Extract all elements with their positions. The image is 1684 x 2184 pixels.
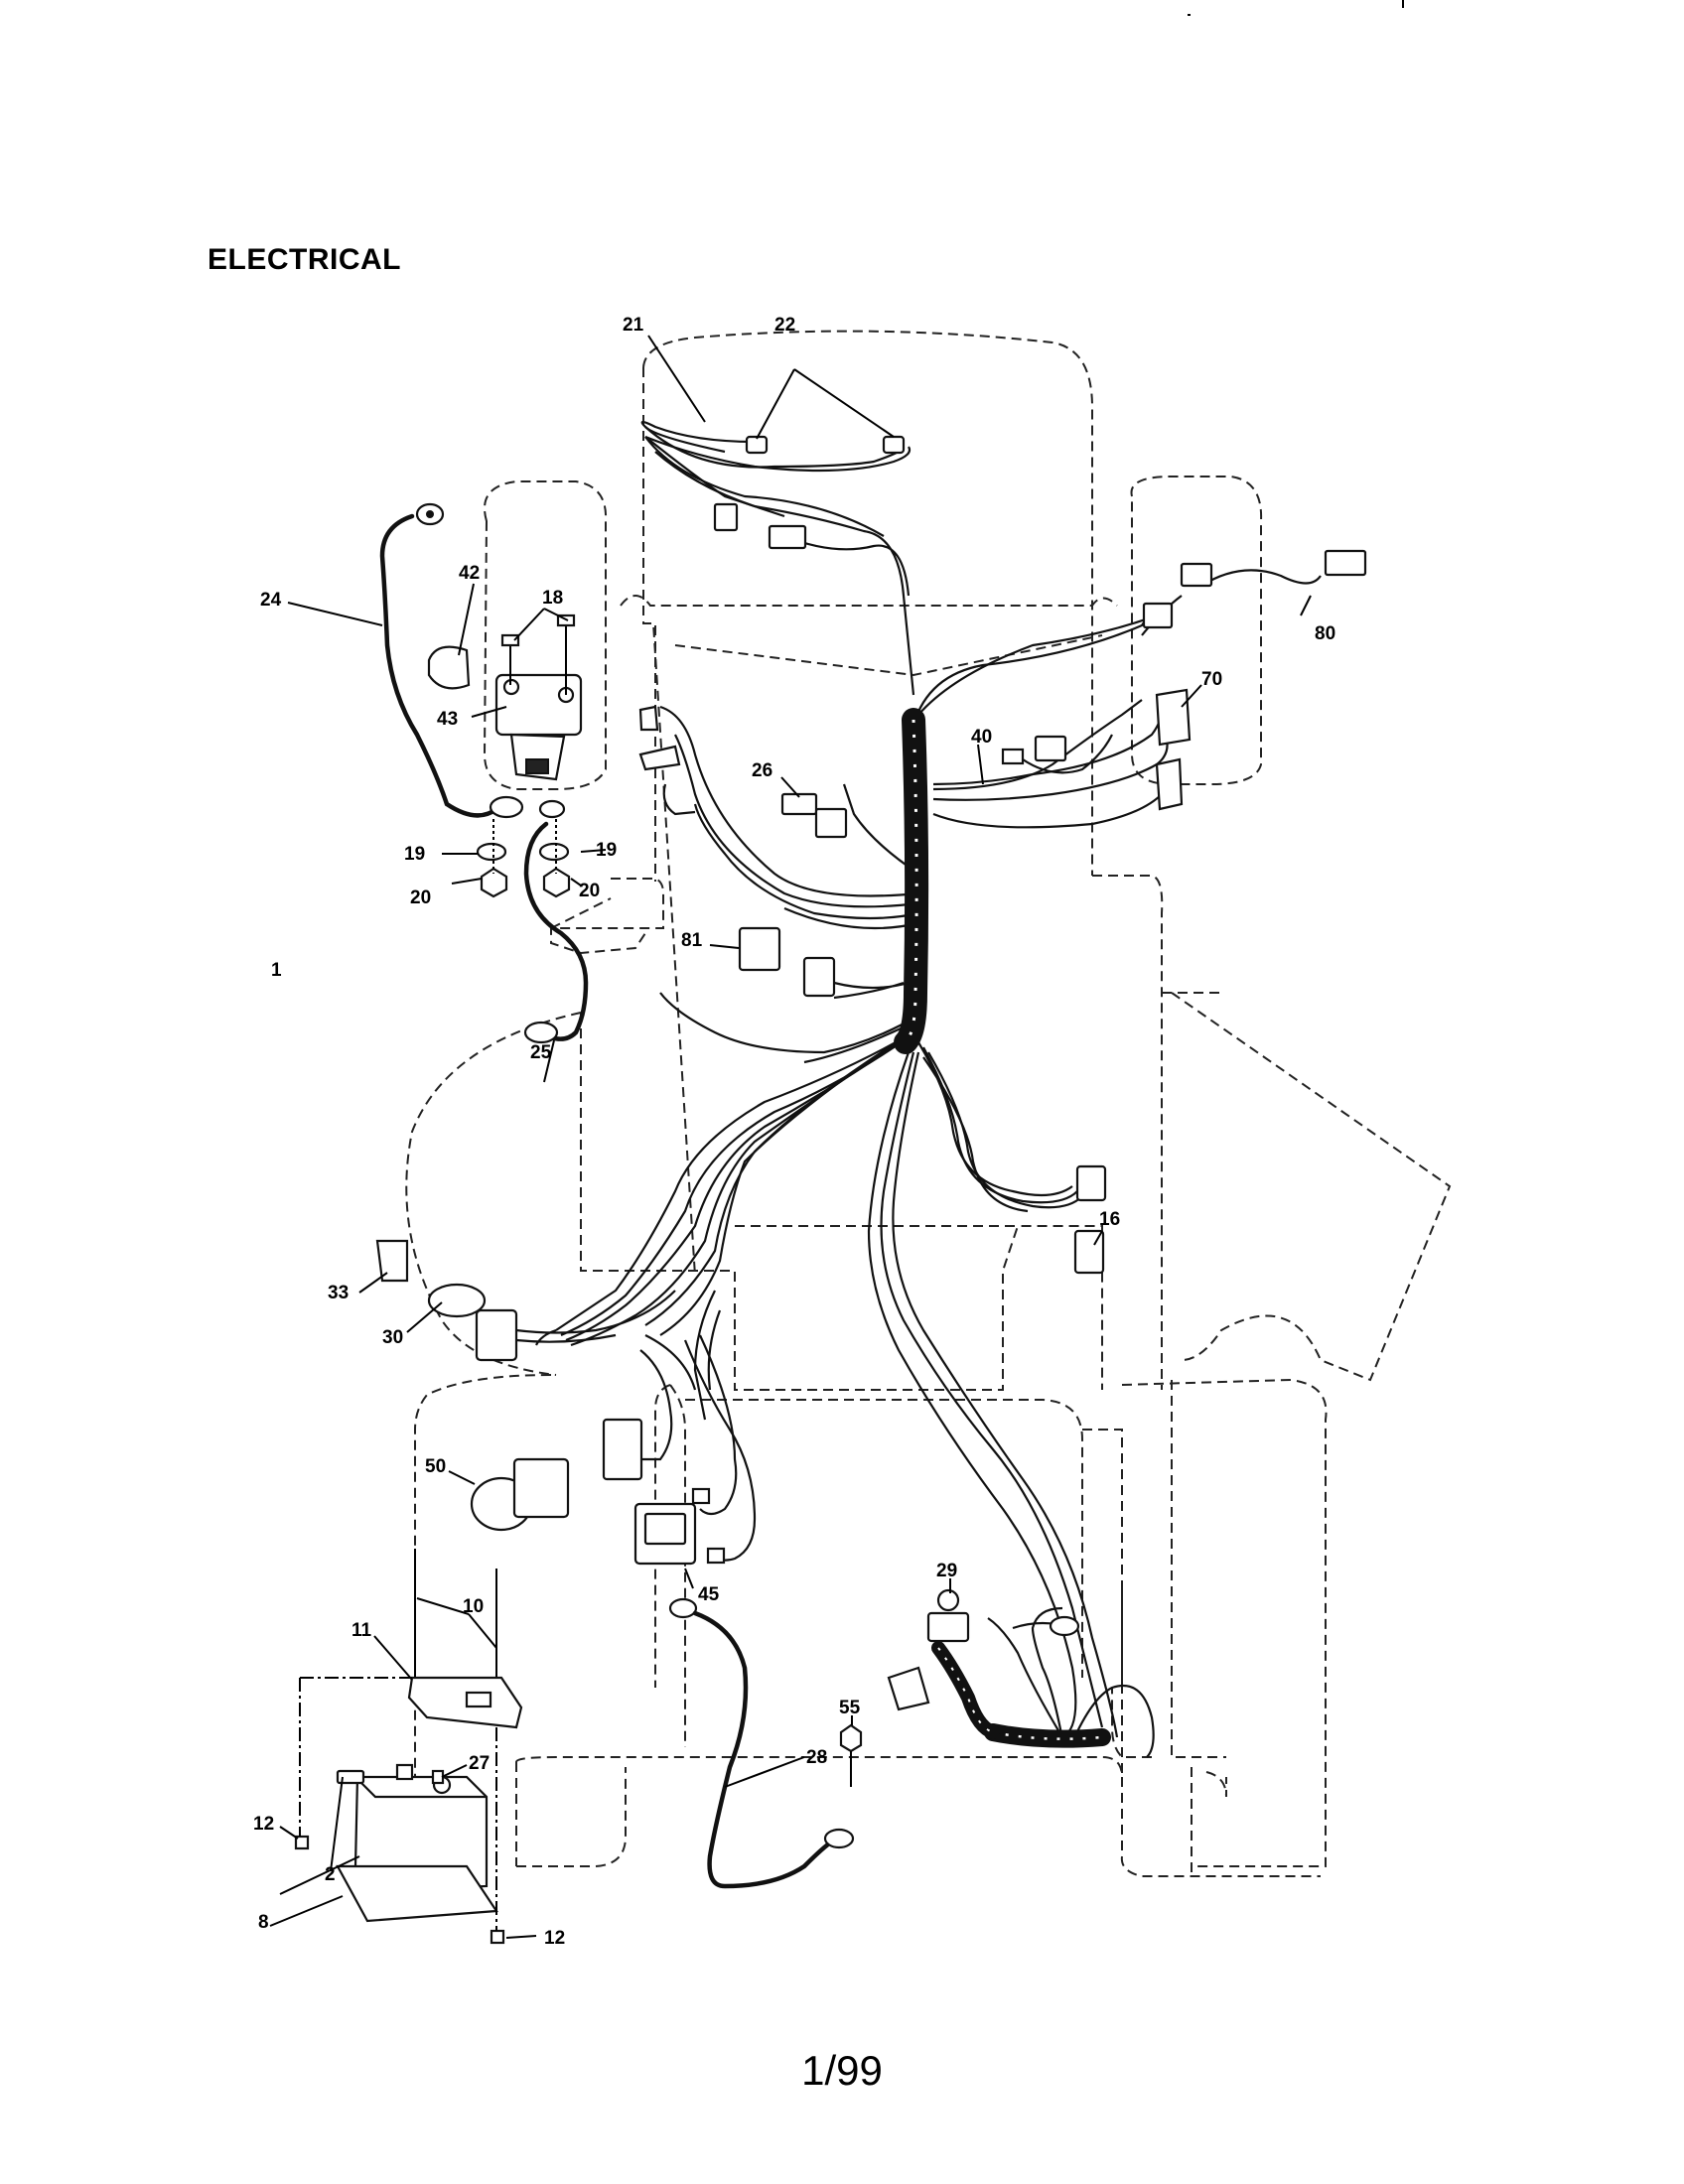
callout-10: 10: [463, 1596, 484, 1617]
callout-1: 1: [271, 960, 282, 981]
left-harness-connectors: [638, 705, 848, 839]
callout-40: 40: [971, 727, 992, 748]
callout-27: 27: [469, 1753, 490, 1774]
page-title: ELECTRICAL: [208, 243, 401, 276]
callout-26: 26: [752, 760, 772, 781]
page-number: 1/99: [801, 2047, 883, 2094]
battery-cable-24: [379, 502, 524, 819]
main-wire-harness: [535, 435, 1169, 1758]
callout-16: 16: [1099, 1209, 1120, 1230]
leader-lines: [269, 335, 1312, 1939]
callout-28: 28: [806, 1747, 827, 1768]
callout-20-right: 20: [579, 881, 600, 901]
callout-12-right: 12: [544, 1928, 565, 1949]
battery-holddown: [294, 1549, 523, 1945]
callout-29: 29: [936, 1561, 957, 1581]
callout-11: 11: [351, 1620, 372, 1641]
solenoid-assembly: [427, 614, 583, 898]
callout-55: 55: [839, 1698, 861, 1718]
callout-80: 80: [1315, 623, 1335, 644]
callout-70: 70: [1201, 669, 1222, 690]
callout-22: 22: [774, 315, 795, 336]
headlight-harness: [640, 420, 906, 550]
callout-81: 81: [681, 930, 703, 951]
callout-25: 25: [530, 1042, 552, 1063]
corner-dot-mark: [1188, 14, 1191, 16]
callout-42: 42: [459, 563, 480, 584]
switch-29: [887, 1588, 970, 1711]
tractor-outline: [405, 330, 1452, 1906]
battery-cable-25: [523, 821, 589, 1044]
corner-tick-mark: [1402, 0, 1404, 8]
callout-45: 45: [698, 1584, 720, 1605]
callout-30: 30: [382, 1327, 403, 1348]
right-connectors: [1001, 549, 1367, 811]
callout-50: 50: [425, 1456, 446, 1477]
callout-12-left: 12: [253, 1814, 274, 1835]
ground-lead-right: [1012, 1615, 1080, 1637]
callout-18: 18: [542, 588, 563, 609]
callout-8: 8: [258, 1912, 269, 1933]
callout-24: 24: [260, 590, 282, 611]
harness-coil-sleeve: [894, 708, 1111, 1748]
callout-19-left: 19: [404, 844, 425, 865]
plug-block: [602, 1418, 726, 1565]
switch-50: [470, 1457, 570, 1532]
callout-21: 21: [623, 315, 644, 336]
relay-81: [738, 926, 910, 998]
ignition-switch: [375, 1239, 676, 1362]
callout-43: 43: [437, 709, 458, 730]
battery-cable-28: [668, 1597, 855, 1889]
callout-33: 33: [328, 1283, 349, 1303]
callout-labels: 1 2 8 10 11 12 12 16 18 19 19 20 20 21 2…: [253, 315, 1335, 1949]
callout-20-left: 20: [410, 887, 431, 908]
gauge-45: [633, 1502, 697, 1566]
callout-2: 2: [325, 1864, 336, 1885]
callout-19-right: 19: [596, 840, 617, 861]
